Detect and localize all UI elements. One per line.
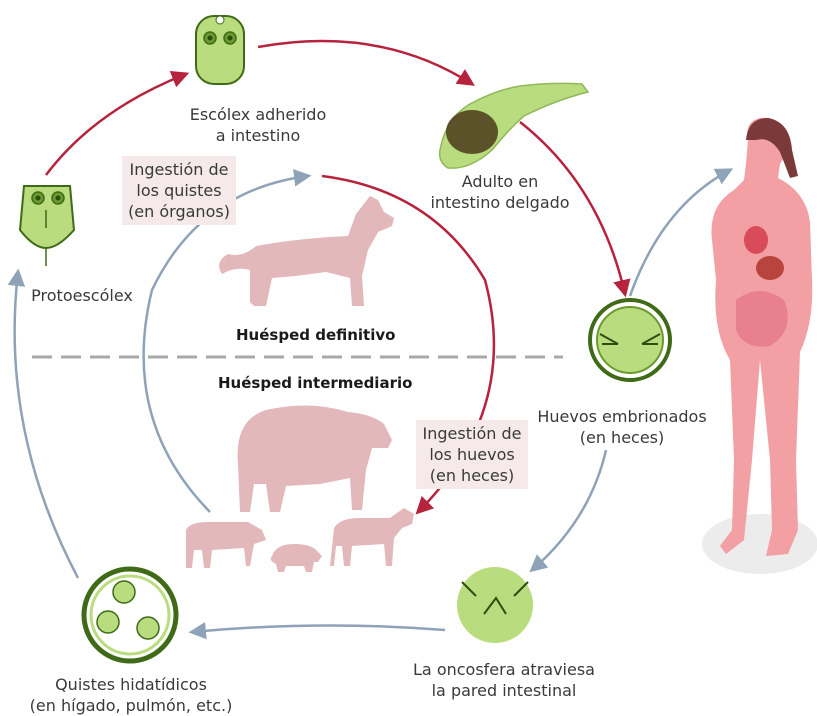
label-oncosphere: La oncosfera atraviesa la pared intestin… xyxy=(404,659,604,701)
label-protoscolex: Protoescólex xyxy=(28,285,136,306)
adult-worm-illustration xyxy=(440,83,588,168)
sheep-silhouette xyxy=(238,405,392,512)
label-intermediate-host: Huésped intermediario xyxy=(218,374,412,392)
label-definitive-host: Huésped definitivo xyxy=(236,326,395,344)
dog-silhouette xyxy=(219,196,394,306)
label-scolex-attached: Escólex adherido a intestino xyxy=(188,104,328,146)
arrow-oncosphere-to-cysts xyxy=(192,625,445,632)
scolex-attached-illustration xyxy=(196,16,244,84)
label-eggs: Huevos embrionados (en heces) xyxy=(532,406,712,448)
pig-silhouette xyxy=(271,544,322,572)
box-ingestion-eggs: Ingestión de los huevos (en heces) xyxy=(416,420,528,489)
arrow-eggs-to-oncosphere xyxy=(532,450,606,570)
box-ingestion-cysts: Ingestión de los quistes (en órganos) xyxy=(122,156,236,225)
embryonated-egg-illustration xyxy=(590,300,670,380)
cow-silhouette xyxy=(186,522,266,568)
label-cysts: Quistes hidatídicos (en hígado, pulmón, … xyxy=(26,674,236,716)
arrow-scolex-to-adult xyxy=(258,41,472,84)
oncosphere-illustration xyxy=(457,567,533,643)
arrow-cysts-to-protoscolex xyxy=(15,272,78,578)
human-figure-illustration xyxy=(702,118,817,574)
protoscolex-illustration xyxy=(20,186,74,266)
label-adult: Adulto en intestino delgado xyxy=(426,171,574,213)
horse-silhouette xyxy=(330,508,414,566)
hydatid-cyst-illustration xyxy=(84,569,176,661)
